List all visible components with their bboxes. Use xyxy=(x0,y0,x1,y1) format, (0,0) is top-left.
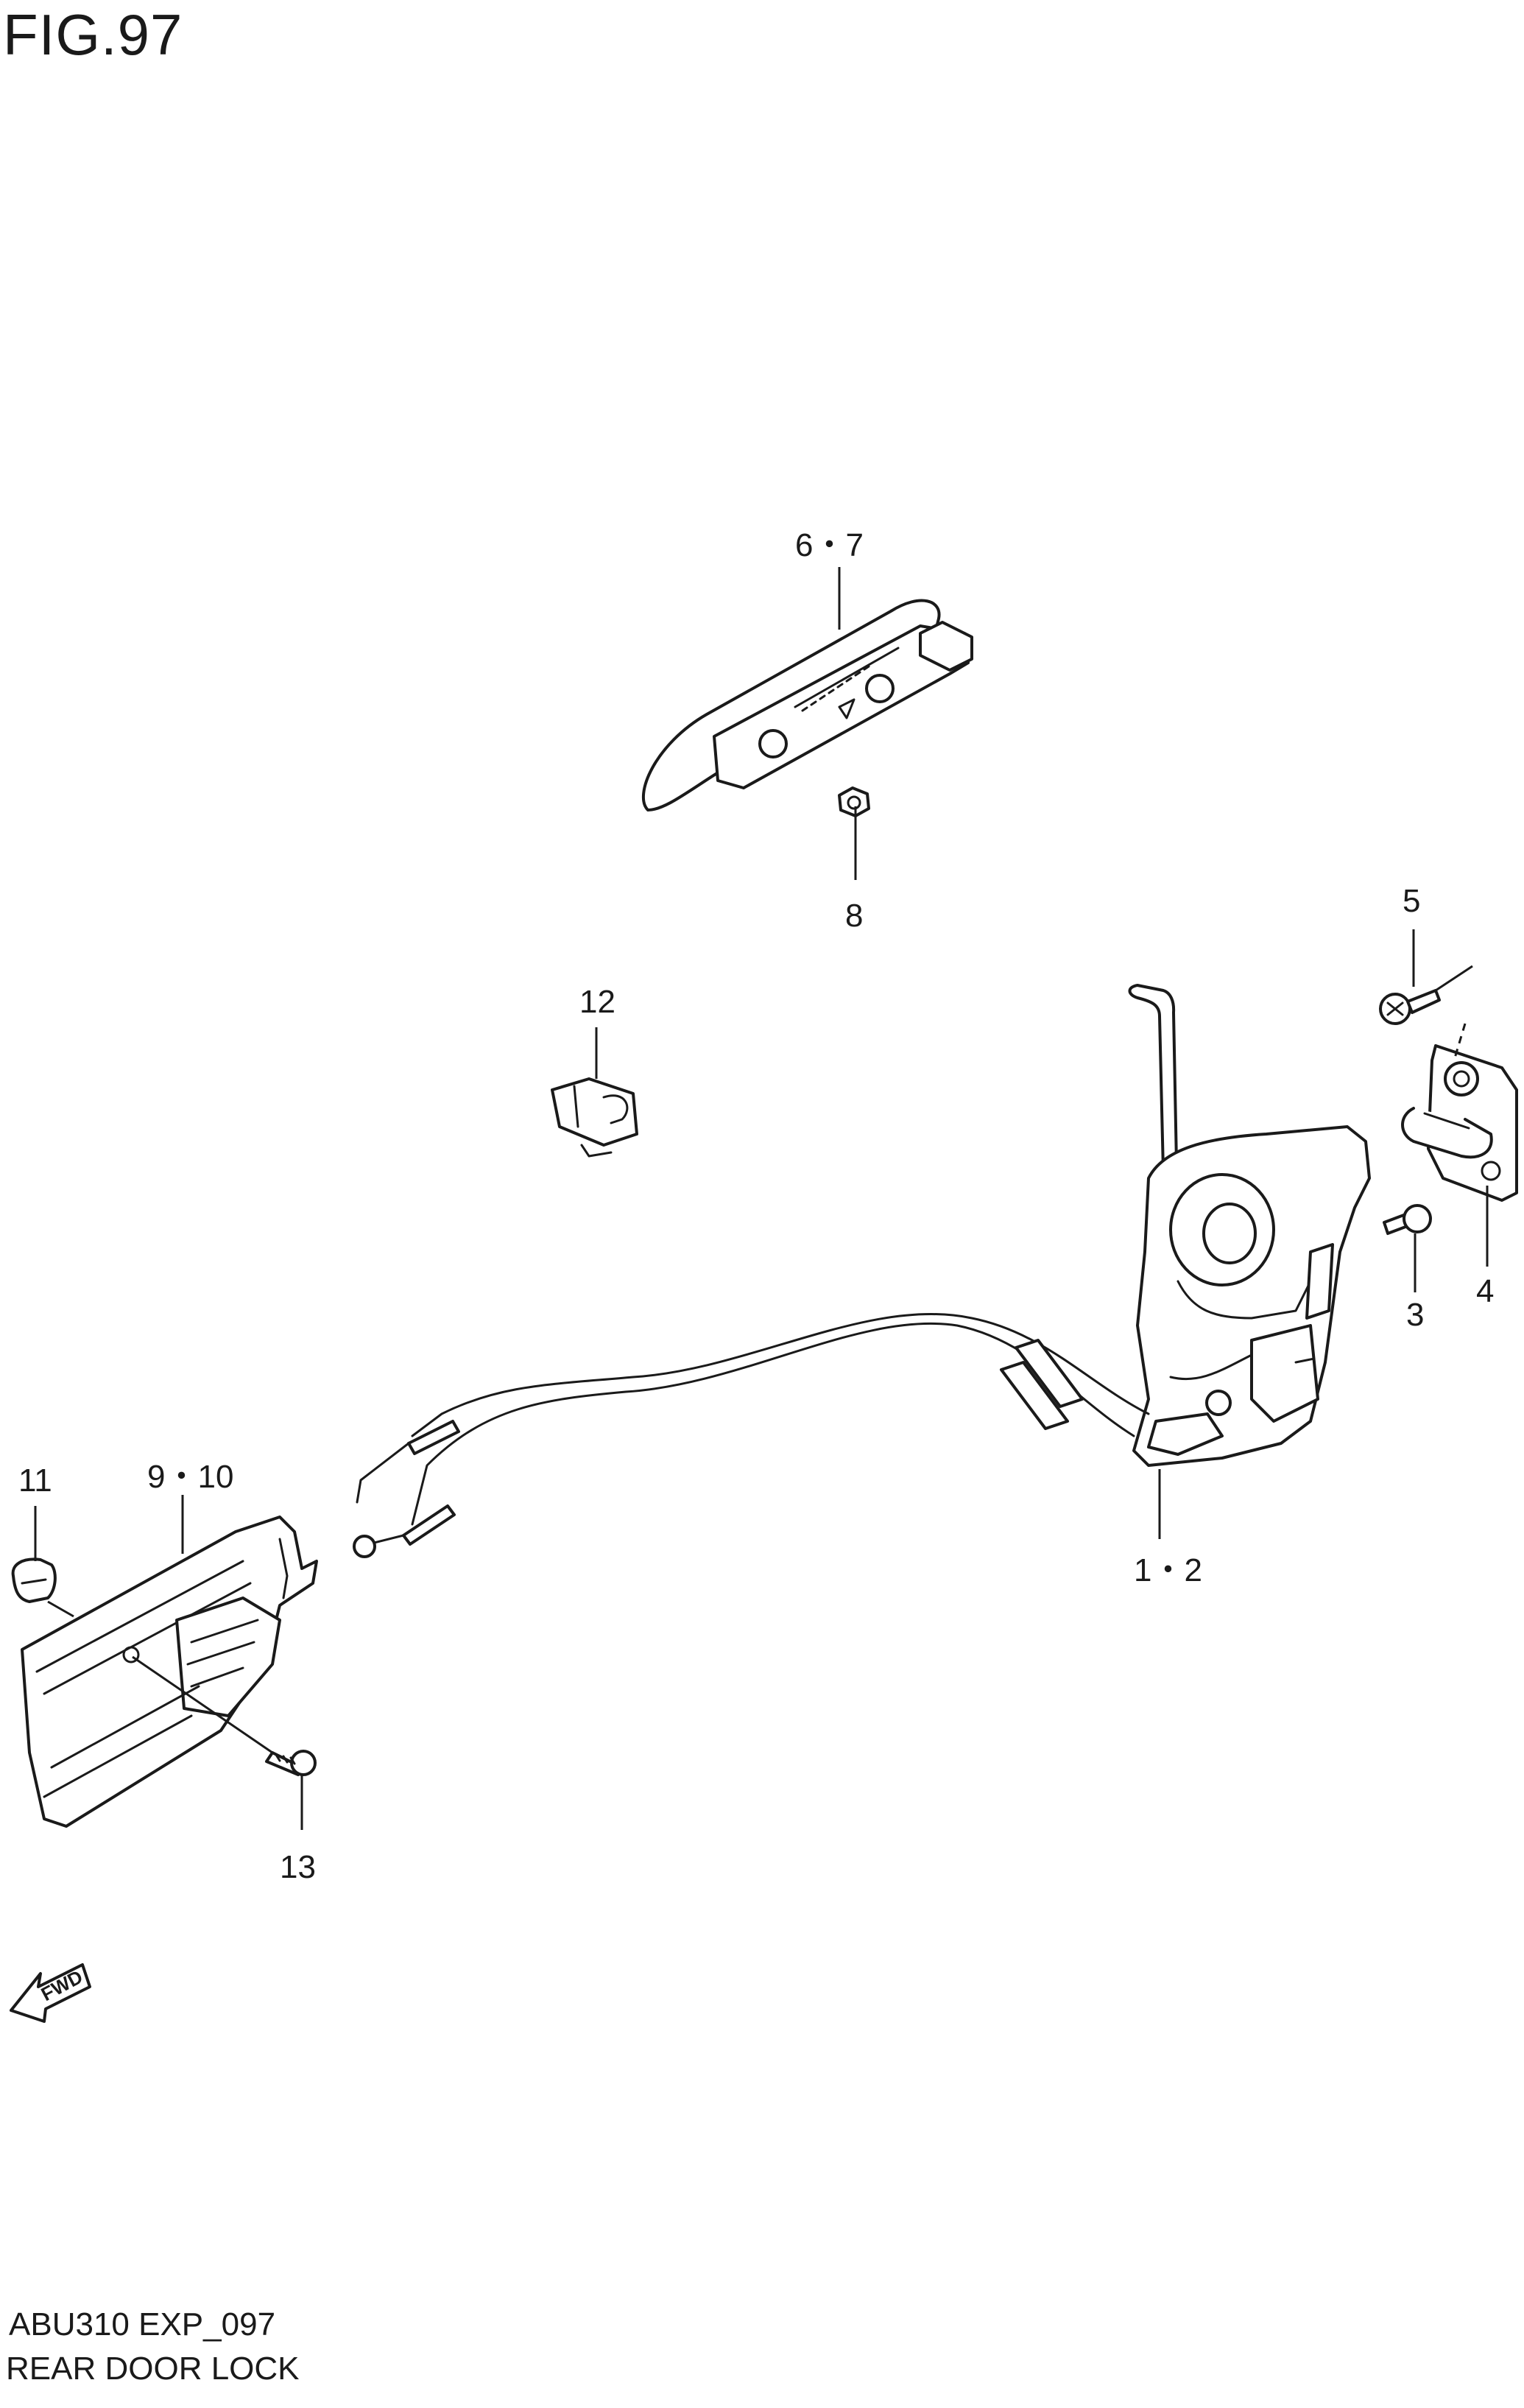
callout-5: 5 xyxy=(1403,883,1420,919)
callout-9-10: 9・10 xyxy=(147,1459,233,1495)
screw-part-5[interactable] xyxy=(1379,989,1441,1025)
clip-part[interactable] xyxy=(551,1077,638,1158)
callout-4: 4 xyxy=(1476,1273,1494,1309)
outside-handle-part[interactable] xyxy=(641,599,973,812)
nut-part[interactable] xyxy=(838,786,870,817)
callout-11: 11 xyxy=(18,1462,52,1499)
cap-part[interactable] xyxy=(11,1557,57,1603)
forward-arrow-icon: FWD xyxy=(10,1963,91,2023)
callout-12: 12 xyxy=(579,984,615,1020)
striker-part[interactable] xyxy=(1401,1044,1518,1202)
lock-cables[interactable] xyxy=(353,1312,1150,1558)
figure-code: ABU310 EXP_097 xyxy=(9,2306,276,2342)
figure-title: FIG.97 xyxy=(3,2,183,67)
callout-6-7: 6・7 xyxy=(795,527,864,563)
leader-lines xyxy=(34,567,1489,1830)
figure-name: REAR DOOR LOCK xyxy=(6,2351,300,2387)
callout-1-2: 1・2 xyxy=(1134,1552,1202,1588)
inside-handle-part[interactable] xyxy=(21,1515,318,1828)
callout-13: 13 xyxy=(280,1849,316,1885)
callout-3: 3 xyxy=(1406,1297,1424,1333)
bolt-part-3[interactable] xyxy=(1383,1204,1432,1235)
door-lock-assembly[interactable] xyxy=(1128,984,1371,1467)
screw-part-13[interactable] xyxy=(265,1750,317,1776)
callout-8: 8 xyxy=(845,898,863,934)
